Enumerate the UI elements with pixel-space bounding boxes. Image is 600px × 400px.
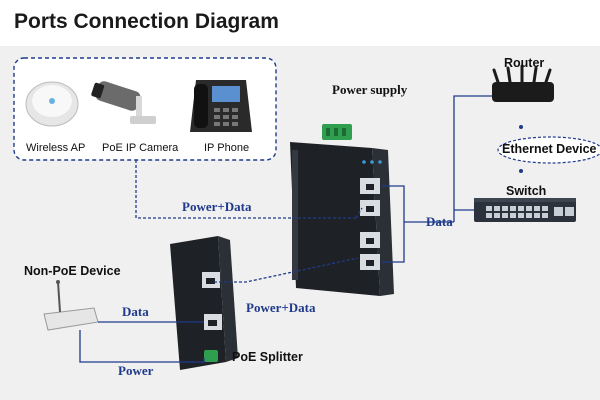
power-label: Power [118,363,154,378]
poe-splitter-icon [170,236,238,370]
non-poe-device-icon [43,280,99,331]
connection-lines [79,95,492,363]
ip-phone-label: IP Phone [204,142,250,154]
router-label: Router [504,56,545,70]
ethernet-device-label: Ethernet Device [502,142,597,156]
power-supply-label: Power supply [332,82,408,97]
power-data-top-label: Power+Data [182,199,252,214]
poe-splitter-label: PoE Splitter [232,350,303,364]
switch-label: Switch [506,184,547,198]
poe-switch-icon [290,124,394,296]
wireless-ap-label: Wireless AP [26,142,86,154]
ip-phone-icon [190,80,252,132]
page-title: Ports Connection Diagram [14,10,279,33]
ethernet-device-outline [497,136,600,164]
ip-camera-icon [91,81,156,124]
wireless-ap-icon [25,81,79,127]
poe-ip-camera-label: PoE IP Camera [102,142,179,154]
data-right-label: Data [426,214,453,229]
connection-dots [519,125,523,173]
switch-icon [474,198,576,222]
router-icon [492,64,554,102]
non-poe-device-label: Non-PoE Device [24,264,121,278]
data-left-label: Data [122,304,149,319]
power-data-bottom-label: Power+Data [246,300,316,315]
